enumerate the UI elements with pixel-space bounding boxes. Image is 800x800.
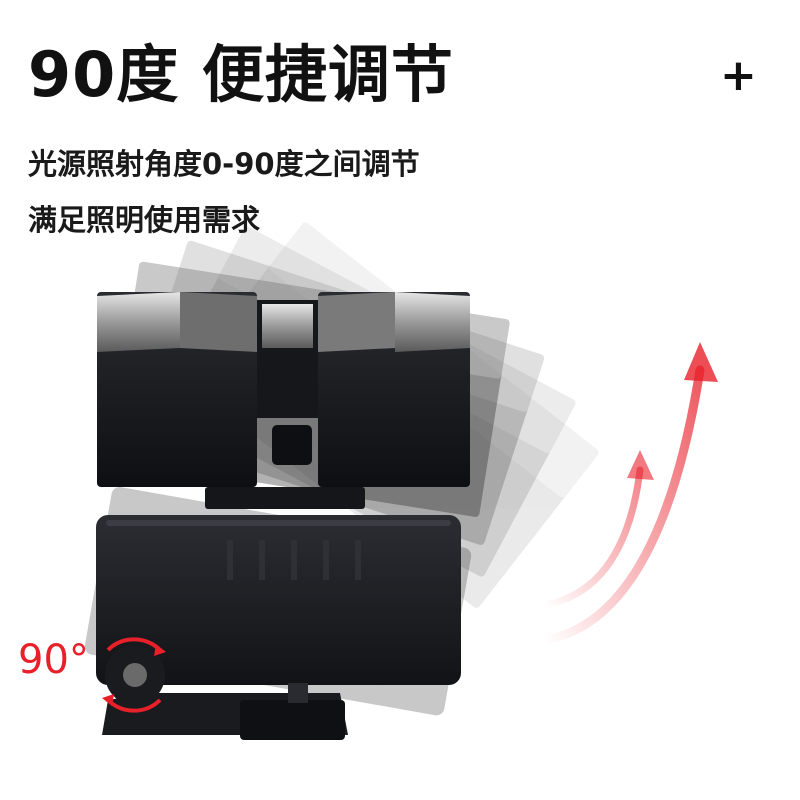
rotation-angle-label: 90° — [18, 637, 89, 683]
description-line-1: 光源照射角度0-90度之间调节 — [28, 147, 420, 181]
lamp-base-body — [96, 515, 461, 685]
plus-icon: + — [720, 50, 757, 101]
hinge-clip — [102, 637, 348, 740]
page-title: 90度 便捷调节 — [28, 38, 454, 111]
lamp-head — [97, 292, 470, 509]
rotation-arrows — [540, 342, 718, 645]
description-line-2: 满足照明使用需求 — [28, 203, 261, 237]
